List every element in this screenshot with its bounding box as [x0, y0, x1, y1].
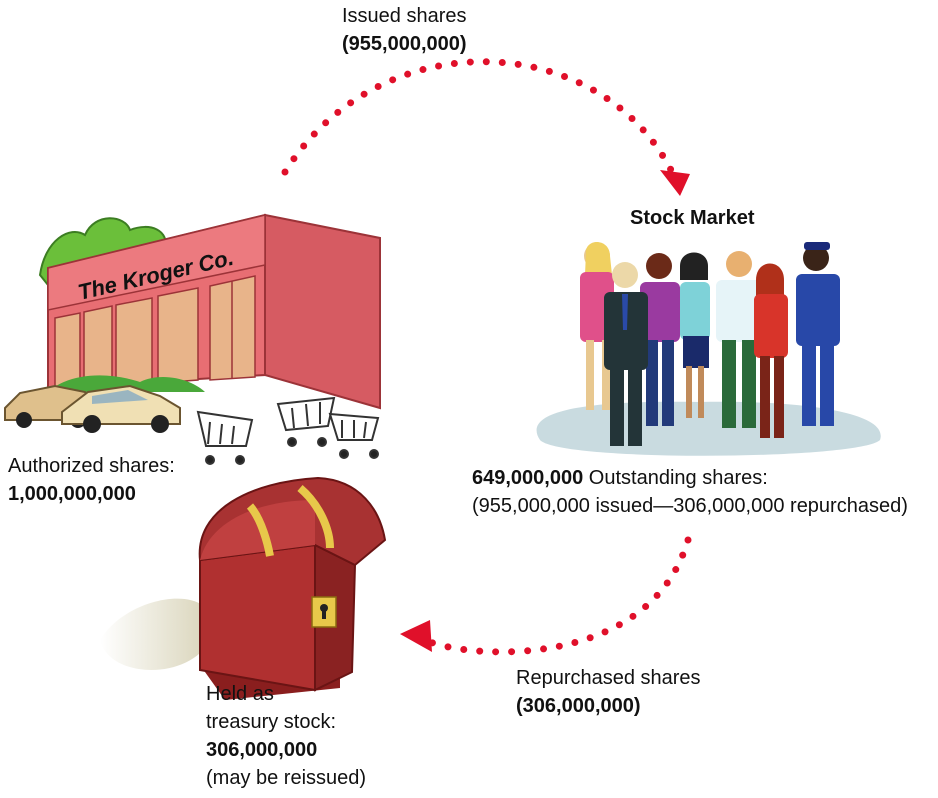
stock-market-title: Stock Market: [630, 207, 755, 229]
shopping-cart-icon: [196, 410, 254, 465]
issued-shares-value: (955,000,000): [342, 33, 467, 55]
authorized-shares-label: Authorized shares:: [8, 455, 175, 477]
arrowhead-icon: [400, 620, 432, 652]
treasure-chest-icon: [100, 476, 387, 700]
car-icon: [61, 384, 181, 433]
store-building-icon: The Kroger Co.: [4, 213, 381, 465]
treasury-stock-note: (may be reissued): [206, 767, 367, 789]
outstanding-shares-detail: (955,000,000 issued—306,000,000 repurcha…: [472, 495, 908, 517]
shopping-cart-icon: [276, 396, 336, 447]
treasury-stock-value: 306,000,000: [206, 739, 318, 761]
outstanding-shares-label: Outstanding shares:: [588, 467, 768, 489]
shopping-cart-icon: [328, 412, 380, 459]
repurchased-shares-label: Repurchased shares: [516, 667, 701, 689]
arrowhead-icon: [660, 170, 690, 196]
outstanding-shares-line: 649,000,000 Outstanding shares:: [472, 466, 768, 490]
outstanding-shares-value: 649,000,000: [472, 467, 584, 489]
issued-arrow: [281, 58, 690, 196]
treasury-stock-line1: Held as: [206, 683, 274, 705]
repurchased-arrow: [400, 536, 692, 656]
issued-shares-label: Issued shares: [342, 5, 467, 27]
treasury-stock-line2: treasury stock:: [206, 711, 337, 733]
repurchased-shares-value: (306,000,000): [516, 695, 641, 717]
investors-crowd-icon: [536, 241, 881, 456]
authorized-shares-value: 1,000,000,000: [8, 483, 136, 505]
